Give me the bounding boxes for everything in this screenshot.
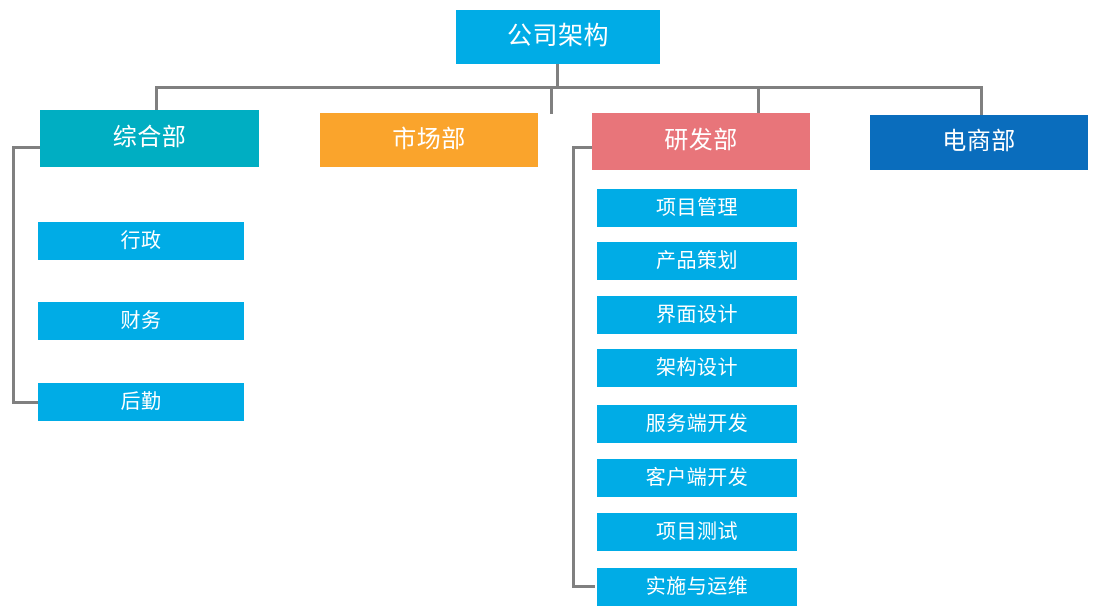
connector-rnd-bracket-bottom — [572, 585, 595, 588]
org-node-finance[interactable]: 财务 — [38, 302, 244, 340]
connector-ga-bracket-bottom — [12, 401, 41, 404]
org-node-project-management[interactable]: 项目管理 — [597, 189, 797, 227]
org-node-project-testing[interactable]: 项目测试 — [597, 513, 797, 551]
connector-ga-bracket-spine — [12, 146, 15, 404]
org-node-architecture-design[interactable]: 架构设计 — [597, 349, 797, 387]
connector-drop-ecommerce — [980, 86, 983, 116]
org-node-client-development[interactable]: 客户端开发 — [597, 459, 797, 497]
org-node-implementation-ops[interactable]: 实施与运维 — [597, 568, 797, 606]
org-node-rnd[interactable]: 研发部 — [592, 113, 810, 170]
connector-ga-bracket-top — [12, 146, 41, 149]
org-node-marketing[interactable]: 市场部 — [320, 113, 538, 167]
connector-rnd-bracket-spine — [572, 146, 575, 587]
org-node-product-planning[interactable]: 产品策划 — [597, 242, 797, 280]
org-node-ui-design[interactable]: 界面设计 — [597, 296, 797, 334]
connector-rnd-bracket-top — [572, 146, 595, 149]
connector-bus — [155, 86, 983, 89]
org-node-server-development[interactable]: 服务端开发 — [597, 405, 797, 443]
connector-root-stem — [556, 64, 559, 89]
org-node-root[interactable]: 公司架构 — [456, 10, 660, 64]
org-node-logistics[interactable]: 后勤 — [38, 383, 244, 421]
connector-drop-marketing — [550, 86, 553, 114]
connector-drop-rnd — [757, 86, 760, 114]
connector-drop-general — [155, 86, 158, 112]
org-node-ecommerce[interactable]: 电商部 — [870, 115, 1088, 170]
org-node-general-affairs[interactable]: 综合部 — [40, 110, 259, 167]
org-node-administration[interactable]: 行政 — [38, 222, 244, 260]
